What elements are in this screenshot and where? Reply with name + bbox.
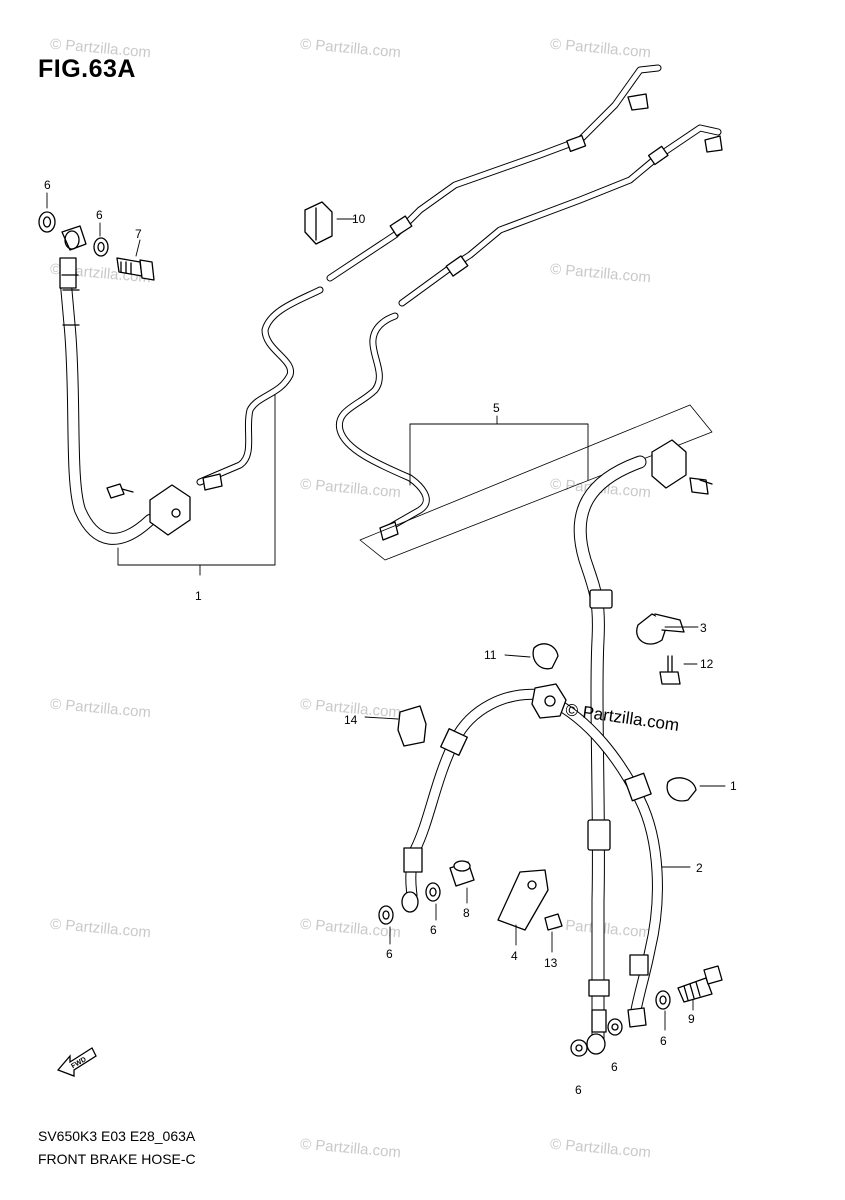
callout-4: 4 xyxy=(511,949,518,963)
clamp-3 xyxy=(636,613,685,645)
callout-14: 14 xyxy=(344,713,358,727)
lower-left-hose xyxy=(401,688,551,913)
callout-6: 6 xyxy=(611,1060,618,1074)
right-brake-pipe xyxy=(335,124,723,541)
callout-labels: 6 6 7 10 1 5 3 12 11 14 1 2 8 6 6 4 13 9… xyxy=(44,178,737,1097)
union-bolt-9 xyxy=(677,965,723,1003)
grommet-14 xyxy=(397,705,427,747)
fwd-arrow-icon: FWD xyxy=(56,1047,97,1077)
clip-11-right xyxy=(666,777,697,802)
callout-3: 3 xyxy=(700,621,707,635)
diagram-name: FRONT BRAKE HOSE-C xyxy=(38,1151,196,1167)
callout-6: 6 xyxy=(660,1034,667,1048)
brake-hose-2 xyxy=(544,694,663,1028)
bracket-4 xyxy=(497,869,549,931)
washer xyxy=(93,237,109,257)
callout-8: 8 xyxy=(463,906,470,920)
callout-6: 6 xyxy=(386,947,393,961)
callout-11: 11 xyxy=(484,648,497,662)
diagram-code: SV650K3 E03 E28_063A xyxy=(38,1128,196,1144)
callout-13: 13 xyxy=(544,956,558,970)
callout-6: 6 xyxy=(575,1083,582,1097)
washer xyxy=(607,1018,623,1036)
callout-6: 6 xyxy=(96,208,103,222)
callout-7: 7 xyxy=(135,227,142,241)
pipe-clip xyxy=(304,201,333,245)
part-5-outline xyxy=(359,404,713,561)
banjo-fitting-lower xyxy=(586,1033,606,1055)
bolt-12 xyxy=(659,655,681,685)
leader-lines xyxy=(46,192,726,1031)
callout-1: 1 xyxy=(730,779,737,793)
right-brake-hose xyxy=(573,455,647,1047)
fwd-label: FWD xyxy=(70,1056,87,1070)
small-bolt xyxy=(106,483,134,499)
washer xyxy=(655,990,671,1010)
washer xyxy=(38,211,56,233)
figure-title: FIG.63A xyxy=(38,55,136,83)
callout-1: 1 xyxy=(195,589,202,603)
callout-9: 9 xyxy=(688,1012,695,1026)
hose-t-fitting xyxy=(531,683,567,719)
left-brake-pipe xyxy=(196,64,662,491)
junction-bolt xyxy=(689,477,713,495)
bolt-13 xyxy=(544,913,563,931)
callout-12: 12 xyxy=(700,657,714,671)
callout-6: 6 xyxy=(44,178,51,192)
callout-5: 5 xyxy=(493,401,500,415)
banjo-fitting xyxy=(61,225,87,251)
left-brake-hose xyxy=(59,257,156,545)
callout-10: 10 xyxy=(352,212,366,226)
callout-2: 2 xyxy=(696,861,703,875)
hose-clamp-block xyxy=(149,484,191,536)
washer xyxy=(425,882,441,902)
washer xyxy=(378,905,394,925)
union-bolt xyxy=(116,257,155,281)
union-bolt-8 xyxy=(449,860,475,887)
washer xyxy=(570,1039,588,1057)
callout-6: 6 xyxy=(430,923,437,937)
hose-junction-block xyxy=(651,439,687,489)
clip-11 xyxy=(532,643,559,670)
